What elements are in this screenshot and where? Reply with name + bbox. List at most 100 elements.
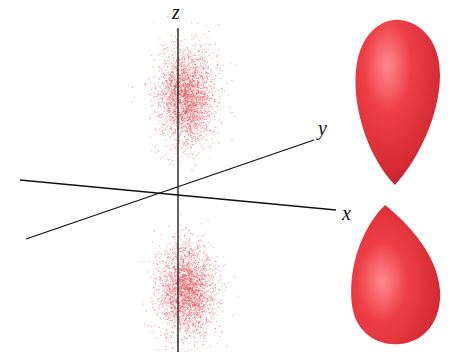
cloud-dot (163, 135, 164, 136)
cloud-dot (184, 88, 185, 89)
cloud-dot (208, 65, 209, 66)
cloud-dot (162, 131, 163, 132)
cloud-dot (217, 68, 218, 69)
cloud-dot (166, 70, 167, 71)
cloud-dot (170, 91, 171, 92)
cloud-dot (188, 126, 189, 127)
cloud-dot (196, 128, 197, 129)
cloud-dot (166, 74, 167, 75)
cloud-dot (209, 111, 210, 112)
cloud-dot (173, 61, 174, 62)
cloud-dot (167, 47, 168, 48)
cloud-dot (156, 130, 157, 131)
cloud-dot (182, 87, 183, 88)
cloud-dot (195, 128, 196, 129)
cloud-dot (209, 92, 210, 93)
cloud-dot (201, 68, 202, 69)
cloud-dot (195, 141, 196, 142)
cloud-dot (214, 44, 215, 45)
cloud-dot (203, 103, 204, 104)
cloud-dot (211, 91, 212, 92)
cloud-dot (197, 99, 198, 100)
cloud-dot (198, 125, 199, 126)
cloud-dot (158, 90, 159, 91)
cloud-dot (161, 70, 162, 71)
cloud-dot (163, 85, 164, 86)
cloud-dot (222, 92, 223, 93)
cloud-dot (179, 133, 180, 134)
cloud-dot (190, 101, 191, 102)
cloud-dot (180, 106, 181, 107)
cloud-dot (159, 104, 160, 105)
cloud-dot (203, 116, 204, 117)
cloud-dot (195, 72, 196, 73)
cloud-dot (171, 126, 172, 127)
cloud-dot (185, 106, 186, 107)
cloud-dot (197, 126, 198, 127)
cloud-dot (197, 110, 198, 111)
cloud-dot (191, 91, 192, 92)
cloud-dot (169, 108, 170, 109)
cloud-dot (195, 46, 196, 47)
cloud-dot (169, 159, 170, 160)
cloud-dot (203, 125, 204, 126)
cloud-dot (180, 41, 181, 42)
cloud-dot (200, 88, 201, 89)
cloud-dot (175, 116, 176, 117)
cloud-dot (161, 92, 162, 93)
cloud-dot (183, 94, 184, 95)
cloud-dot (180, 131, 181, 132)
cloud-dot (175, 69, 176, 70)
cloud-dot (207, 102, 208, 103)
cloud-dot (184, 92, 185, 93)
cloud-dot (195, 75, 196, 76)
cloud-dot (176, 84, 177, 85)
cloud-dot (185, 81, 186, 82)
cloud-dot (172, 53, 173, 54)
cloud-dot (168, 108, 169, 109)
cloud-dot (185, 107, 186, 108)
cloud-dot (179, 63, 180, 64)
cloud-dot (182, 131, 183, 132)
cloud-dot (166, 109, 167, 110)
cloud-dot (172, 71, 173, 72)
cloud-dot (180, 59, 181, 60)
cloud-dot (188, 108, 189, 109)
cloud-dot (198, 55, 199, 56)
cloud-dot (193, 134, 194, 135)
cloud-dot (210, 53, 211, 54)
cloud-dot (199, 87, 200, 88)
cloud-dot (176, 92, 177, 93)
cloud-dot (174, 83, 175, 84)
cloud-lobe (131, 16, 236, 178)
cloud-dot (164, 90, 165, 91)
cloud-dot (207, 126, 208, 127)
cloud-dot (167, 134, 168, 135)
cloud-dot (186, 141, 187, 142)
cloud-dot (188, 133, 189, 134)
cloud-dot (156, 89, 157, 90)
cloud-dot (207, 62, 208, 63)
cloud-dot (159, 120, 160, 121)
cloud-dot (199, 82, 200, 83)
cloud-dot (200, 45, 201, 46)
cloud-dot (187, 65, 188, 66)
cloud-dot (219, 96, 220, 97)
cloud-dot (174, 67, 175, 68)
cloud-dot (190, 114, 191, 115)
cloud-dot (181, 120, 182, 121)
cloud-dot (174, 77, 175, 78)
cloud-dot (188, 59, 189, 60)
cloud-dot (189, 68, 190, 69)
cloud-dot (194, 55, 195, 56)
cloud-dot (176, 125, 177, 126)
cloud-dot (195, 70, 196, 71)
cloud-dot (175, 107, 176, 108)
cloud-dot (153, 66, 154, 67)
cloud-dot (186, 91, 187, 92)
cloud-dot (195, 117, 196, 118)
cloud-dot (200, 117, 201, 118)
cloud-dot (198, 88, 199, 89)
cloud-dot (199, 116, 200, 117)
